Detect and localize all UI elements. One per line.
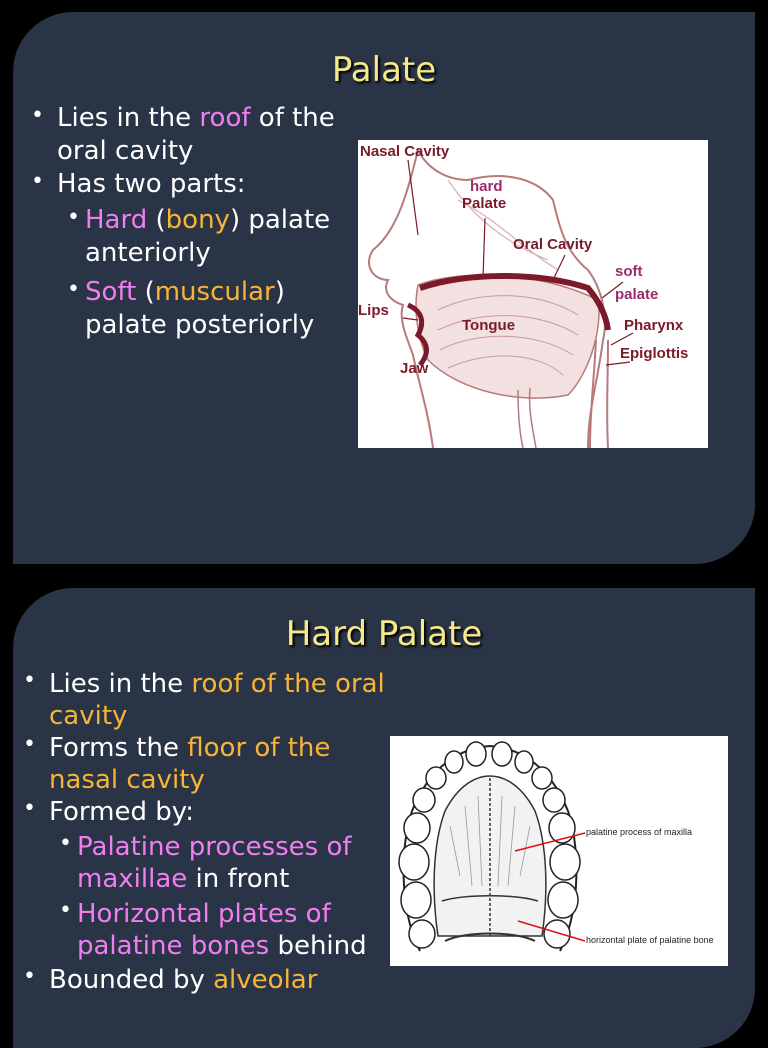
slide-hard-palate: Hard Palate Lies in the roof of the oral… [13, 588, 755, 1048]
bullet-formed-by: Formed by: [19, 793, 389, 828]
bullet-roof: Lies in the roof of the oral cavity [19, 665, 389, 732]
bullet-floor: Forms the floor of the nasal cavity [19, 729, 389, 796]
bullet-soft-palate: Soft (muscular) palate posteriorly [27, 273, 347, 342]
sagittal-head-illustration [368, 149, 634, 448]
label-soft-palate: palate [615, 286, 659, 303]
label-soft: soft [615, 263, 643, 280]
bullet-bounded-by: Bounded by alveolar [19, 961, 389, 996]
sagittal-head-figure: Nasal Cavity hard Palate Oral Cavity sof… [358, 140, 708, 448]
label-nasal-cavity: Nasal Cavity [360, 143, 450, 160]
slide-title: Hard Palate [285, 614, 483, 654]
slide-palate: Palate Lies in the roof of the oral cavi… [13, 12, 755, 564]
hard-palate-illustration [398, 741, 586, 952]
label-horizontal-plate: horizontal plate of palatine bone [586, 935, 714, 945]
label-oral-cavity: Oral Cavity [513, 236, 593, 253]
slide-title: Palate [331, 50, 437, 90]
label-lips: Lips [358, 302, 389, 319]
hard-palate-figure: palatine process of maxilla horizontal p… [390, 736, 728, 966]
label-palate: Palate [462, 195, 507, 212]
bullet-roof: Lies in the roof of the oral cavity [27, 99, 347, 168]
label-tongue: Tongue [462, 317, 516, 334]
label-hard: hard [470, 178, 503, 195]
bullet-list: Lies in the roof of the oral cavity Form… [19, 665, 389, 996]
bullet-two-parts: Has two parts: [27, 165, 347, 201]
bullet-hard-palate: Hard (bony) palate anteriorly [27, 201, 347, 270]
bullet-horizontal-plates: Horizontal plates of palatine bones behi… [19, 895, 389, 962]
bullet-palatine-processes: Palatine processes of maxillae in front [19, 828, 389, 895]
label-epiglottis: Epiglottis [620, 345, 689, 362]
bullet-list: Lies in the roof of the oral cavity Has … [27, 99, 347, 342]
label-jaw: Jaw [400, 360, 429, 377]
label-pharynx: Pharynx [624, 317, 684, 334]
label-palatine-process: palatine process of maxilla [586, 827, 693, 837]
